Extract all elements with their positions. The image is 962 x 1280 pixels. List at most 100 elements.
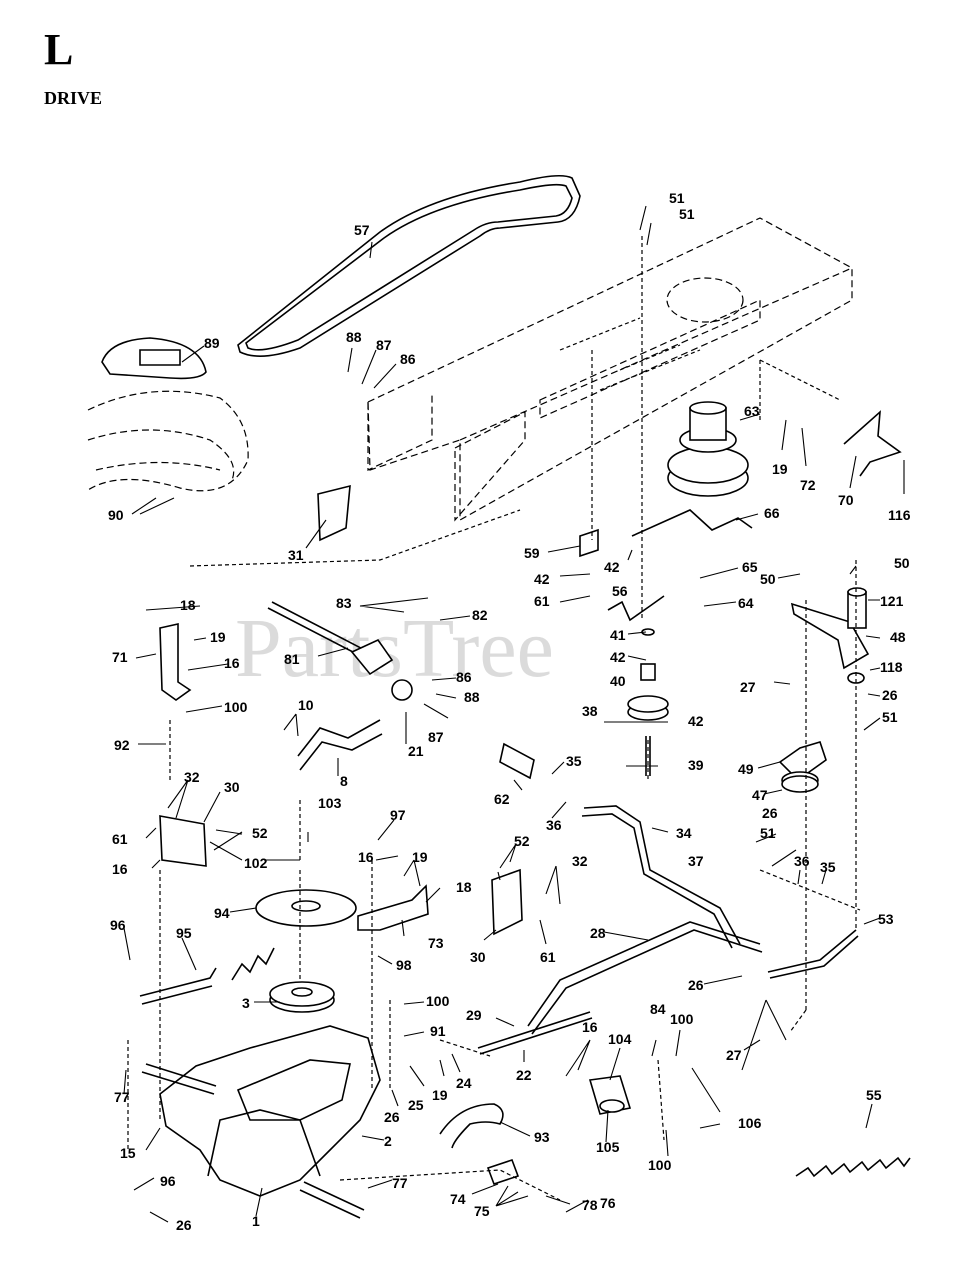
callout-16: 16 bbox=[112, 861, 128, 877]
callout-59: 59 bbox=[524, 545, 540, 561]
callout-16: 16 bbox=[358, 849, 374, 865]
knob-21 bbox=[391, 679, 413, 701]
transaxle-1 bbox=[141, 1025, 381, 1219]
callout-100: 100 bbox=[426, 993, 450, 1009]
callout-16: 16 bbox=[582, 1019, 598, 1035]
callout-61: 61 bbox=[534, 593, 550, 609]
callout-100: 100 bbox=[648, 1157, 672, 1173]
callout-30: 30 bbox=[224, 779, 240, 795]
callout-52: 52 bbox=[514, 833, 530, 849]
rod-53 bbox=[767, 929, 859, 979]
callout-121: 121 bbox=[880, 593, 904, 609]
callout-105: 105 bbox=[596, 1139, 620, 1155]
bracket-59 bbox=[579, 528, 599, 558]
callout-81: 81 bbox=[284, 651, 300, 667]
callout-37: 37 bbox=[688, 853, 704, 869]
callout-96: 96 bbox=[110, 917, 126, 933]
callout-52: 52 bbox=[252, 825, 268, 841]
callout-25: 25 bbox=[408, 1097, 424, 1113]
bracket-73 bbox=[357, 884, 429, 931]
callout-53: 53 bbox=[878, 911, 894, 927]
callout-66: 66 bbox=[764, 505, 780, 521]
callout-42: 42 bbox=[534, 571, 550, 587]
bracket-70 bbox=[843, 410, 902, 477]
callout-91: 91 bbox=[430, 1023, 446, 1039]
alignment-lines bbox=[127, 236, 861, 1201]
guard bbox=[317, 484, 351, 542]
callout-2: 2 bbox=[384, 1133, 392, 1149]
callout-34: 34 bbox=[676, 825, 692, 841]
callout-64: 64 bbox=[738, 595, 754, 611]
part-105 bbox=[599, 1099, 625, 1113]
pulley-3 bbox=[269, 981, 335, 1013]
callout-31: 31 bbox=[288, 547, 304, 563]
callout-89: 89 bbox=[204, 335, 220, 351]
callout-86: 86 bbox=[400, 351, 416, 367]
callout-35: 35 bbox=[566, 753, 582, 769]
callout-62: 62 bbox=[494, 791, 510, 807]
frame-outline bbox=[367, 217, 853, 522]
callout-24: 24 bbox=[456, 1075, 472, 1091]
callout-90: 90 bbox=[108, 507, 124, 523]
callout-19: 19 bbox=[772, 461, 788, 477]
callout-32: 32 bbox=[184, 769, 200, 785]
section-title: DRIVE bbox=[44, 88, 103, 108]
callout-103: 103 bbox=[318, 795, 342, 811]
callout-106: 106 bbox=[738, 1115, 762, 1131]
callout-47: 47 bbox=[752, 787, 768, 803]
shaft-81 bbox=[267, 601, 394, 676]
callout-75: 75 bbox=[474, 1203, 490, 1219]
rod-66 bbox=[631, 509, 753, 537]
callout-labels: 57 51 51 89 88 87 86 63 19 72 70 116 90 … bbox=[108, 190, 911, 1233]
callout-51: 51 bbox=[679, 206, 695, 222]
callout-18: 18 bbox=[180, 597, 196, 613]
callout-49: 49 bbox=[738, 761, 754, 777]
callout-55: 55 bbox=[866, 1087, 882, 1103]
bracket-71 bbox=[159, 623, 192, 701]
callout-84: 84 bbox=[650, 1001, 666, 1017]
callout-42: 42 bbox=[604, 559, 620, 575]
callout-30: 30 bbox=[470, 949, 486, 965]
rod-41 bbox=[607, 595, 665, 622]
callout-26: 26 bbox=[882, 687, 898, 703]
callout-51: 51 bbox=[760, 825, 776, 841]
callout-19: 19 bbox=[210, 629, 226, 645]
callout-104: 104 bbox=[608, 1031, 632, 1047]
callout-92: 92 bbox=[114, 737, 130, 753]
pulley-63 bbox=[667, 401, 749, 497]
callout-19: 19 bbox=[412, 849, 428, 865]
rod-28 bbox=[527, 921, 763, 1035]
callout-40: 40 bbox=[610, 673, 626, 689]
callout-88: 88 bbox=[346, 329, 362, 345]
callout-26: 26 bbox=[384, 1109, 400, 1125]
callout-93: 93 bbox=[534, 1129, 550, 1145]
callout-118: 118 bbox=[880, 659, 903, 675]
callout-100: 100 bbox=[670, 1011, 694, 1027]
callout-50: 50 bbox=[894, 555, 910, 571]
callout-36: 36 bbox=[794, 853, 810, 869]
callout-26: 26 bbox=[176, 1217, 192, 1233]
callout-71: 71 bbox=[112, 649, 128, 665]
callout-27: 27 bbox=[726, 1047, 742, 1063]
callout-63: 63 bbox=[744, 403, 760, 419]
callout-10: 10 bbox=[298, 697, 314, 713]
callout-36: 36 bbox=[546, 817, 562, 833]
callout-15: 15 bbox=[120, 1145, 136, 1161]
callout-97: 97 bbox=[390, 807, 406, 823]
callout-56: 56 bbox=[612, 583, 628, 599]
drive-belt bbox=[237, 174, 581, 357]
callout-8: 8 bbox=[340, 773, 348, 789]
hose-93 bbox=[439, 1103, 504, 1149]
idler-bracket-49 bbox=[778, 741, 827, 793]
callout-76: 76 bbox=[600, 1195, 616, 1211]
pulley-38 bbox=[627, 628, 669, 776]
spacer-62 bbox=[499, 742, 535, 780]
callout-42: 42 bbox=[610, 649, 626, 665]
callout-82: 82 bbox=[472, 607, 488, 623]
callout-27: 27 bbox=[740, 679, 756, 695]
idler-arm-48 bbox=[790, 587, 870, 684]
callout-39: 39 bbox=[688, 757, 704, 773]
rod-34 bbox=[581, 805, 741, 949]
callout-87: 87 bbox=[428, 729, 444, 745]
